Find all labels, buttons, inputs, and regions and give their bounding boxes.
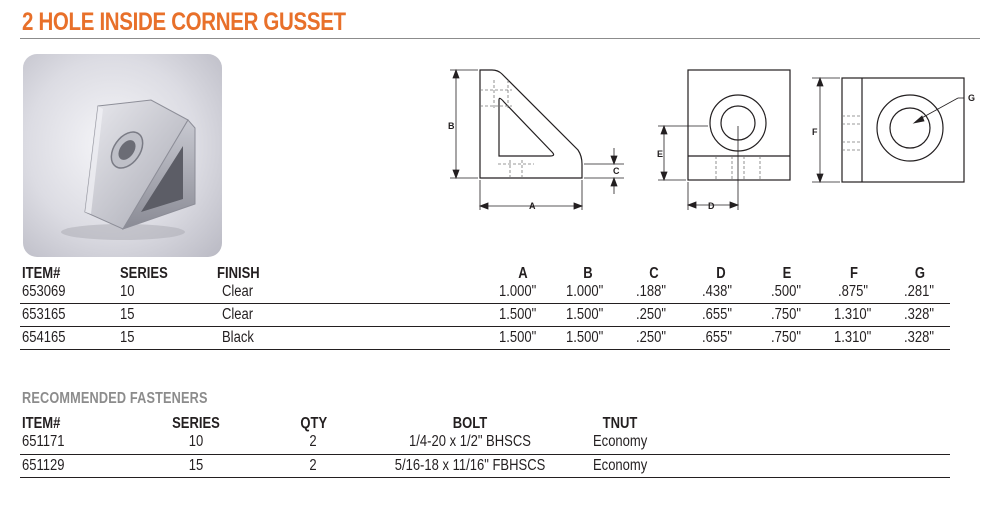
spec-finish: Black xyxy=(222,329,254,346)
spec-d: .438" xyxy=(702,283,732,300)
spec-f: 1.310" xyxy=(834,306,872,323)
front-outline xyxy=(687,69,791,181)
page-title: 2 HOLE INSIDE CORNER GUSSET xyxy=(22,8,346,36)
spec-col-finish: FINISH xyxy=(217,265,260,282)
fastener-col-bolt: BOLT xyxy=(452,415,488,432)
gusset-photo-illustration xyxy=(61,99,196,240)
front-view-drawing: E D xyxy=(657,69,791,211)
dim-a xyxy=(478,180,584,210)
spec-d: .655" xyxy=(702,329,732,346)
fastener-tnut: Economy xyxy=(593,433,648,450)
spec-col-b: B xyxy=(583,265,593,282)
dim-d xyxy=(686,126,740,210)
spec-c: .250" xyxy=(636,329,666,346)
spec-col-a: A xyxy=(518,265,528,282)
spec-g: .328" xyxy=(904,306,934,323)
spec-c: .250" xyxy=(636,306,666,323)
spec-f: 1.310" xyxy=(834,329,872,346)
gusset-window xyxy=(141,146,183,212)
label-f: F xyxy=(812,127,818,137)
spec-col-c: C xyxy=(649,265,659,282)
spec-item: 654165 xyxy=(22,329,66,346)
label-d: D xyxy=(708,201,715,211)
spec-col-f: F xyxy=(850,265,858,282)
spec-a: 1.500" xyxy=(499,306,537,323)
top-hole xyxy=(889,107,931,149)
label-g: G xyxy=(968,93,975,103)
fastener-item: 651129 xyxy=(22,457,65,474)
spec-finish: Clear xyxy=(222,283,254,300)
fastener-qty: 2 xyxy=(309,433,317,450)
fastener-qty: 2 xyxy=(309,457,317,474)
spec-b: 1.500" xyxy=(566,306,604,323)
spec-a: 1.500" xyxy=(499,329,537,346)
fastener-bolt: 5/16-18 x 11/16" FBHSCS xyxy=(394,457,546,474)
spec-col-series: SERIES xyxy=(120,265,168,282)
spec-row-divider xyxy=(20,326,950,327)
spec-d: .655" xyxy=(702,306,732,323)
label-b: B xyxy=(448,121,455,131)
spec-b: 1.000" xyxy=(566,283,604,300)
fastener-item: 651171 xyxy=(22,433,65,450)
label-a: A xyxy=(529,201,536,211)
top-view-drawing: F G xyxy=(812,76,975,184)
spec-item: 653165 xyxy=(22,306,66,323)
dim-b xyxy=(450,68,478,180)
top-outline xyxy=(841,77,965,183)
spec-col-d: D xyxy=(716,265,726,282)
fastener-series: 10 xyxy=(188,433,204,450)
spec-b: 1.500" xyxy=(566,329,604,346)
spec-c: .188" xyxy=(636,283,666,300)
dim-f xyxy=(812,76,840,184)
fastener-tnut: Economy xyxy=(593,457,648,474)
title-divider xyxy=(20,38,980,39)
top-counterbore xyxy=(876,94,944,162)
spec-g: .281" xyxy=(904,283,934,300)
spec-series: 15 xyxy=(120,329,135,346)
fastener-series: 15 xyxy=(188,457,204,474)
slot-inner xyxy=(118,140,136,160)
spec-col-e: E xyxy=(782,265,792,282)
product-photo xyxy=(23,54,222,257)
spec-a: 1.000" xyxy=(499,283,537,300)
fastener-row-divider xyxy=(20,477,950,478)
gusset-side xyxy=(121,119,196,230)
spec-e: .750" xyxy=(771,306,801,323)
spec-item: 653069 xyxy=(22,283,66,300)
spec-series: 15 xyxy=(120,306,135,323)
dim-c xyxy=(584,148,624,194)
dim-g xyxy=(912,97,964,124)
label-c: C xyxy=(613,166,620,176)
side-view-drawing: B A C xyxy=(448,68,624,211)
fastener-row-divider xyxy=(20,454,950,455)
spec-finish: Clear xyxy=(222,306,254,323)
dim-e xyxy=(658,124,708,182)
side-outline xyxy=(479,69,583,179)
fasteners-title: RECOMMENDED FASTENERS xyxy=(22,390,208,407)
fastener-col-tnut: TNUT xyxy=(602,415,638,432)
spec-col-g: G xyxy=(914,265,926,282)
fastener-bolt: 1/4-20 x 1/2" BHSCS xyxy=(409,433,531,450)
spec-col-item: ITEM# xyxy=(22,265,61,282)
spec-row-divider xyxy=(20,303,950,304)
fastener-col-series: SERIES xyxy=(172,415,220,432)
spec-e: .750" xyxy=(771,329,801,346)
spec-row-divider xyxy=(20,349,950,350)
spec-e: .500" xyxy=(771,283,801,300)
side-inner-triangle xyxy=(498,97,555,157)
label-e: E xyxy=(657,149,663,159)
spec-f: .875" xyxy=(838,283,868,300)
fastener-col-qty: QTY xyxy=(300,415,328,432)
fastener-col-item: ITEM# xyxy=(22,415,61,432)
spec-series: 10 xyxy=(120,283,135,300)
spec-g: .328" xyxy=(904,329,934,346)
